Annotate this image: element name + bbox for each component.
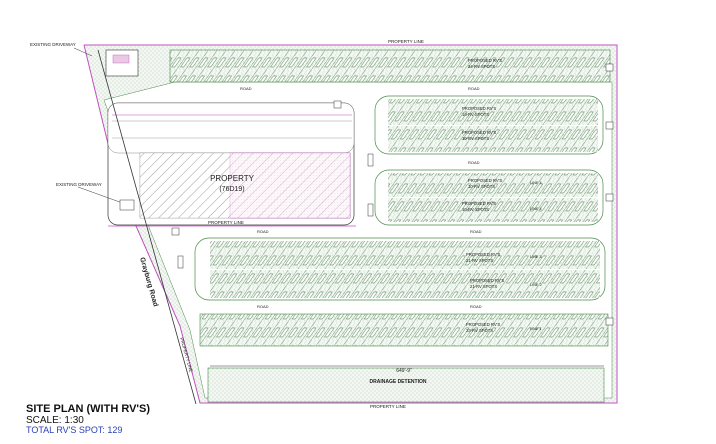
rv-caption: PROPOSED RV'S — [468, 58, 502, 63]
rv-caption: PROPOSED RV'S — [468, 178, 502, 183]
rv-caption: PROPOSED RV'S — [462, 130, 496, 135]
line-label: LINE 3 — [530, 255, 542, 259]
drainage-area — [207, 367, 605, 403]
road-label: ROAD — [468, 86, 480, 91]
rv-caption: PROPOSED RV'S — [470, 278, 504, 283]
rv-caption: 21-RV SPOTS — [470, 284, 497, 289]
line-label: LINE 2 — [530, 283, 542, 287]
existing-driveway-left-label: EXISTING DRIVEWAY — [56, 182, 102, 187]
rv-caption: 10-RV SPOTS — [462, 207, 489, 212]
rv-island-1 — [374, 95, 604, 155]
rv-row-top — [169, 49, 611, 83]
line-label: LINE 4 — [530, 207, 542, 211]
rv-caption: PROPOSED RV'S — [466, 252, 500, 257]
title-block: SITE PLAN (WITH RV'S) SCALE: 1:30 TOTAL … — [26, 403, 151, 436]
rv-caption: PROPOSED RV'S — [462, 201, 496, 206]
site-plan-title: SITE PLAN (WITH RV'S) — [26, 403, 151, 415]
rv-caption: 23-RV SPOTS — [466, 328, 493, 333]
rv-island-2 — [374, 169, 604, 226]
existing-driveway-top-label: EXISTING DRIVEWAY — [30, 42, 76, 47]
road-label: ROAD — [468, 160, 480, 165]
street-edge — [97, 49, 197, 405]
rv-caption: 10-RV SPOTS — [468, 184, 495, 189]
property-line-mid-label: PROPERTY LINE — [208, 220, 244, 225]
site-equipment — [171, 63, 614, 326]
scale-label: SCALE: 1:30 — [26, 414, 84, 426]
rv-caption: 24-RV SPOTS — [468, 64, 495, 69]
rv-caption: 10-RV SPOTS — [462, 136, 489, 141]
property-title: PROPERTY — [210, 174, 255, 183]
property-id: (76D19) — [219, 186, 244, 193]
road-label: ROAD — [257, 229, 269, 234]
property-line-top-label: PROPERTY LINE — [388, 39, 424, 44]
drainage-label: DRAINAGE DETENTION — [370, 379, 427, 385]
rv-caption: PROPOSED RV'S — [462, 106, 496, 111]
rv-caption: 10-RV SPOTS — [462, 112, 489, 117]
line-label: LINE 1 — [530, 327, 542, 331]
line-labels: LINE 4 LINE 4 LINE 3 LINE 2 LINE 1 — [530, 181, 542, 331]
rv-caption: 21-RV SPOTS — [466, 258, 493, 263]
dimension-label: 649'-9" — [396, 368, 412, 374]
road-label: ROAD — [257, 304, 269, 309]
property-building — [107, 102, 355, 226]
road-label: ROAD — [470, 304, 482, 309]
total-rv-spots: TOTAL RV'S SPOT: 129 — [26, 425, 123, 436]
line-label: LINE 4 — [530, 181, 542, 185]
rv-row-bottom — [199, 313, 609, 347]
rv-captions: PROPOSED RV'S 24-RV SPOTS PROPOSED RV'S … — [462, 58, 504, 333]
road-label: ROAD — [470, 229, 482, 234]
road-label: ROAD — [240, 86, 252, 91]
property-line-bottom-label: PROPERTY LINE — [370, 404, 406, 409]
rv-island-3 — [194, 237, 606, 301]
rv-caption: PROPOSED RV'S — [466, 322, 500, 327]
